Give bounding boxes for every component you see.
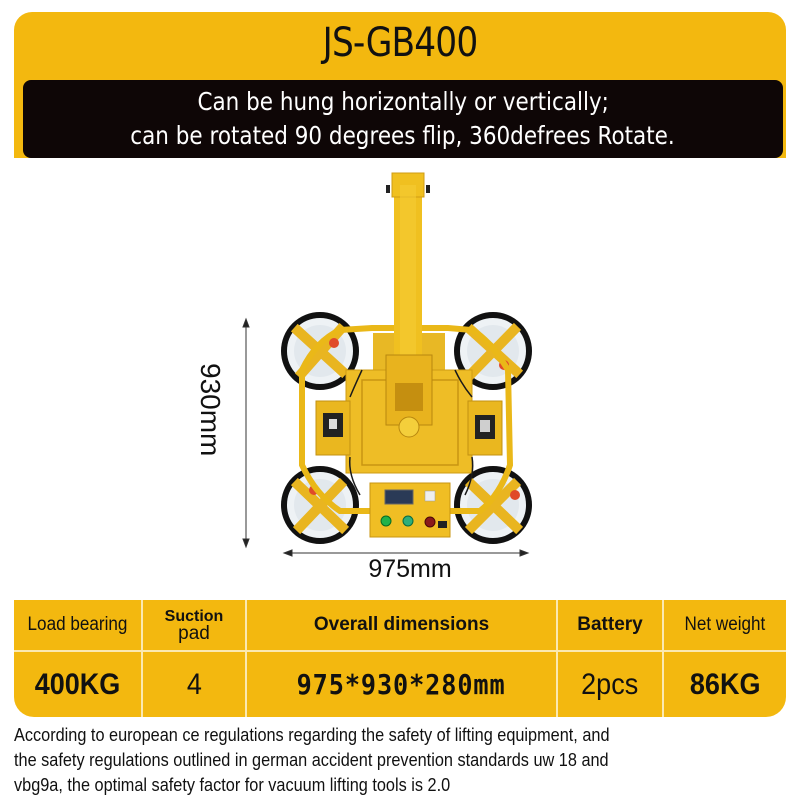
- control-panel: [369, 482, 451, 538]
- value-cell-battery: 2pcs: [558, 652, 664, 717]
- value-label: 400KG: [34, 667, 121, 701]
- width-dimension-arrow: [282, 549, 530, 557]
- handle-frame: [299, 325, 514, 514]
- model-title: JS-GB400: [322, 20, 479, 66]
- lcd-display: [384, 489, 414, 505]
- value-cell-suction-pad: 4: [143, 652, 247, 717]
- header-banner: JS-GB400 Can be hung horizontally or ver…: [14, 12, 786, 158]
- battery-box-left: [315, 400, 351, 456]
- header-label-line-1: Suction: [164, 607, 224, 625]
- footnote-line-2: the safety regulations outlined in germa…: [14, 749, 609, 770]
- header-label: Net weight: [684, 614, 766, 635]
- header-cell-suction-pad: Suction pad: [143, 600, 247, 652]
- height-value: 930mm: [195, 363, 226, 457]
- value-cell-net-weight: 86KG: [664, 652, 786, 717]
- feature-line-2: can be rotated 90 degrees flip, 360defre…: [130, 121, 676, 150]
- value-cell-load-bearing: 400KG: [14, 652, 143, 717]
- feature-line-1: Can be hung horizontally or vertically;: [197, 87, 609, 116]
- header-label: Overall dimensions: [313, 614, 490, 635]
- footnote-line-1: According to european ce regulations reg…: [14, 724, 610, 745]
- value-label: 86KG: [689, 667, 761, 701]
- header-cell-load-bearing: Load bearing: [14, 600, 143, 652]
- value-label: 2pcs: [581, 667, 639, 701]
- value-cell-overall-dimensions: 975*930*280mm: [247, 652, 558, 717]
- feature-banner: Can be hung horizontally or vertically; …: [23, 80, 783, 158]
- battery-box-right: [467, 400, 503, 456]
- header-cell-overall-dimensions: Overall dimensions: [247, 600, 558, 652]
- header-cell-net-weight: Net weight: [664, 600, 786, 652]
- header-label-line-2: pad: [178, 622, 210, 644]
- header-cell-battery: Battery: [558, 600, 664, 652]
- product-image: [242, 172, 532, 557]
- teal-button: [402, 515, 414, 527]
- header-label: Load bearing: [27, 614, 128, 635]
- header-label: Suction pad: [165, 608, 224, 643]
- spec-table: Load bearing Suction pad Overall dimensi…: [14, 600, 786, 717]
- green-button: [380, 515, 392, 527]
- safety-footnote: According to european ce regulations reg…: [14, 722, 794, 797]
- header-label: Battery: [577, 614, 643, 635]
- red-button: [424, 516, 436, 528]
- value-label: 4: [186, 667, 202, 701]
- value-label: 975*930*280mm: [297, 668, 506, 701]
- vacuum-hoses: [348, 369, 474, 496]
- height-dimension-label: 930mm: [190, 360, 230, 460]
- width-dimension-label: 975mm: [368, 555, 452, 583]
- footnote-line-3: vbg9a, the optimal safety factor for vac…: [14, 774, 451, 795]
- pad-cross-braces: [290, 322, 524, 535]
- height-dimension-arrow: [242, 317, 250, 549]
